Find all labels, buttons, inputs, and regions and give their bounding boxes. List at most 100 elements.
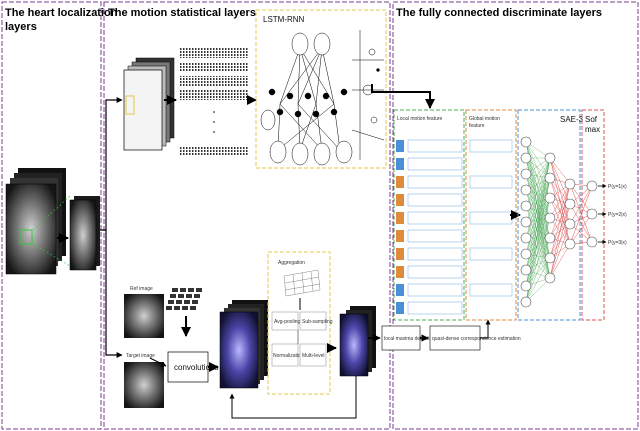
local-feature-cell (407, 265, 463, 279)
sae-edge-l1-l2 (525, 189, 551, 219)
convolutions-box (167, 351, 209, 383)
sae-input-neuron (520, 296, 532, 308)
sae-edge-l1-l2 (525, 141, 551, 179)
sae-hidden2-neuron (564, 238, 576, 250)
sae-edge-l3-out (569, 213, 593, 245)
local-motion-feature-label: Local motion feature (397, 116, 443, 122)
sae-hidden1-neuron (544, 272, 556, 284)
softmax-output-neuron (586, 208, 598, 220)
fully-connected-title: The fully connected discriminate layers (396, 7, 602, 19)
sae-edge-l3-out (569, 203, 593, 243)
output-label-3: P(y=3|x) (608, 240, 627, 246)
sae-edge-l1-l2 (525, 217, 551, 255)
sae-edge-l2-l3 (549, 183, 571, 239)
sae-hidden2-neuron (564, 178, 576, 190)
motion-statistical-section (103, 1, 391, 430)
agg-cell-multi-level-label: Multi-level (302, 353, 325, 359)
global-motion-feature-box (465, 109, 517, 321)
aggregation-grid-icon (283, 269, 321, 297)
motion-statistical-title: The motion statistical layers (108, 7, 256, 19)
sae-edge-l3-out (569, 183, 593, 215)
sae-input-neuron (520, 184, 532, 196)
sae-edge-l1-l2 (525, 257, 551, 303)
output-label-1: P(y=1|x) (608, 184, 627, 190)
sae-input-neuron (520, 136, 532, 148)
global-feature-cell (469, 247, 513, 261)
global-feature-cell (469, 211, 513, 225)
sae-edge-l1-l2 (525, 197, 551, 223)
sae-input-neuron (520, 232, 532, 244)
heart-localization-title-1: The heart localization (5, 7, 118, 19)
agg-cell-multi-level (299, 343, 327, 367)
local-maxima-box (381, 325, 421, 351)
feature-index-cell (396, 230, 404, 242)
sae-edge-l2-l3 (549, 243, 571, 279)
heart-crop-stack (69, 196, 100, 271)
sae-edge-l1-l2 (525, 237, 551, 303)
local-feature-cell (407, 157, 463, 171)
sae-hidden1-neuron (544, 172, 556, 184)
local-maxima-label: local maxima detection (384, 336, 435, 342)
local-feature-cell (407, 301, 463, 315)
feature-rows (396, 139, 513, 315)
agg-cell-normalization-label: Normalization (273, 353, 304, 359)
sae-edge-l1-l2 (525, 141, 551, 199)
sae-hidden1-neuron (544, 232, 556, 244)
lstm-rnn-label: LSTM-RNN (263, 15, 305, 24)
sae-edge-l1-l2 (525, 157, 551, 199)
sae-input-neuron (520, 248, 532, 260)
agg-cell-normalization (271, 343, 299, 367)
sae-hidden1-neuron (544, 192, 556, 204)
feature-index-cell (396, 302, 404, 314)
aggregation-label: Aggregation (278, 260, 305, 266)
sae-edge-l1-l2 (525, 197, 551, 239)
target-image (124, 362, 164, 408)
feature-index-cell (396, 140, 404, 152)
sae-edge-l3-out (569, 185, 593, 225)
agg-cell-sub-sampling (299, 311, 327, 331)
global-motion-feature-label-2: feature (469, 123, 485, 129)
sae-hidden2-neuron (564, 218, 576, 230)
sae-edge-l1-l2 (525, 197, 551, 271)
heart-localization-section (1, 1, 102, 430)
convolved-volume-stack (219, 300, 268, 389)
global-feature-cell (469, 175, 513, 189)
kernel-grid (166, 288, 202, 310)
sae-edge-l2-l3 (549, 157, 571, 185)
agg-cell-avg-pooling (271, 311, 299, 331)
aggregation-box (267, 251, 331, 395)
local-feature-cell (407, 193, 463, 207)
local-feature-cell (407, 139, 463, 153)
mri-input-stack (5, 168, 66, 275)
sae-edge-l2-l3 (549, 183, 571, 259)
sae-input-neuron (520, 280, 532, 292)
sae-edge-l1-l2 (525, 277, 551, 303)
sae-edge-l3-out (569, 183, 593, 243)
convolutions-label: convolutions (174, 363, 218, 372)
heart-localization-title-2: layers (5, 21, 37, 33)
local-feature-cell (407, 211, 463, 225)
feature-index-cell (396, 158, 404, 170)
feature-index-cell (396, 248, 404, 260)
sae-neurons (520, 136, 598, 308)
feature-sequence-matrix (180, 48, 248, 156)
sae-edge-l1-l2 (525, 217, 551, 287)
sae-edge-l2-l3 (549, 223, 571, 279)
ref-image (124, 294, 164, 338)
sae-box (517, 109, 581, 321)
local-motion-feature-box (393, 109, 465, 321)
sae-edge-l1-l2 (525, 217, 551, 271)
softmax-output-neuron (586, 236, 598, 248)
local-feature-cell (407, 247, 463, 261)
sae-hidden1-neuron (544, 152, 556, 164)
sae-input-neuron (520, 264, 532, 276)
sae-edge-l1-l2 (525, 177, 551, 239)
sae-edge-l1-l2 (525, 173, 551, 199)
fully-connected-section (392, 1, 639, 430)
softmax-output-neuron (586, 180, 598, 192)
feature-index-cell (396, 212, 404, 224)
local-feature-cell (407, 283, 463, 297)
sae-hidden2-neuron (564, 198, 576, 210)
